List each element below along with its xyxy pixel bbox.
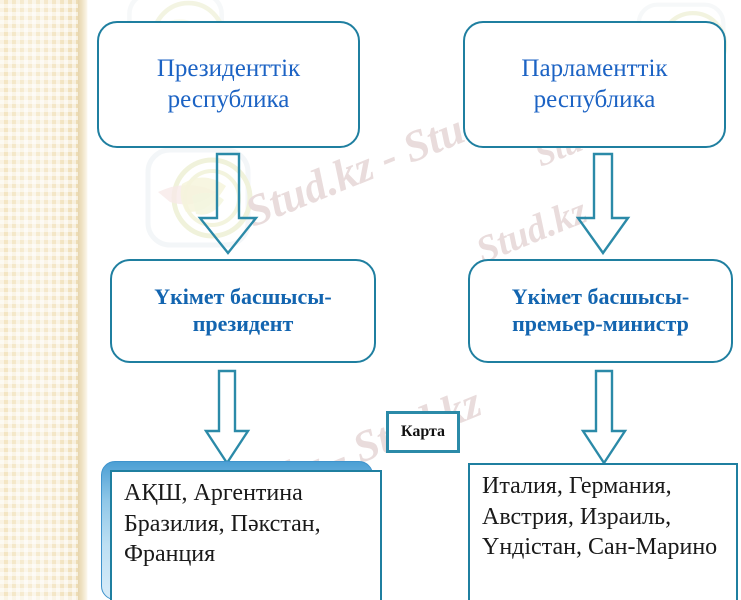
box-presidential-republic-label: Президенттік республика <box>156 55 301 113</box>
box-parliamentary-republic-label: Парламенттік республика <box>521 55 668 113</box>
box-parliamentary-countries[interactable]: Италия, Германия, Австрия, Израиль, Үнді… <box>468 463 738 600</box>
box-parliamentary-republic[interactable]: Парламенттік республика <box>463 21 726 148</box>
arrow-down-icon <box>575 152 631 256</box>
box-head-of-government-president[interactable]: Үкімет басшысы- президент <box>110 259 376 363</box>
box-parliamentary-countries-label: Италия, Германия, Австрия, Израиль, Үнді… <box>482 473 718 561</box>
box-presidential-republic[interactable]: Президенттік республика <box>97 21 360 148</box>
arrow-down-icon <box>197 152 259 255</box>
box-head-of-government-president-label: Үкімет басшысы- президент <box>154 284 332 336</box>
sidebar-decorative-strip <box>0 0 78 600</box>
box-presidential-countries[interactable]: АҚШ, Аргентина Бразилия, Пәкстан, Франци… <box>110 470 382 600</box>
sidebar-strip-edge <box>78 0 88 600</box>
box-presidential-countries-label: АҚШ, Аргентина Бразилия, Пәкстан, Франци… <box>124 480 321 568</box>
map-label-text: Карта <box>400 423 446 440</box>
box-head-of-government-premier[interactable]: Үкімет басшысы- премьер-министр <box>468 259 733 363</box>
arrow-down-icon <box>580 369 628 466</box>
arrow-down-icon <box>203 369 251 466</box>
box-head-of-government-premier-label: Үкімет басшысы- премьер-министр <box>511 284 690 336</box>
map-label-box[interactable]: Карта <box>386 411 460 453</box>
